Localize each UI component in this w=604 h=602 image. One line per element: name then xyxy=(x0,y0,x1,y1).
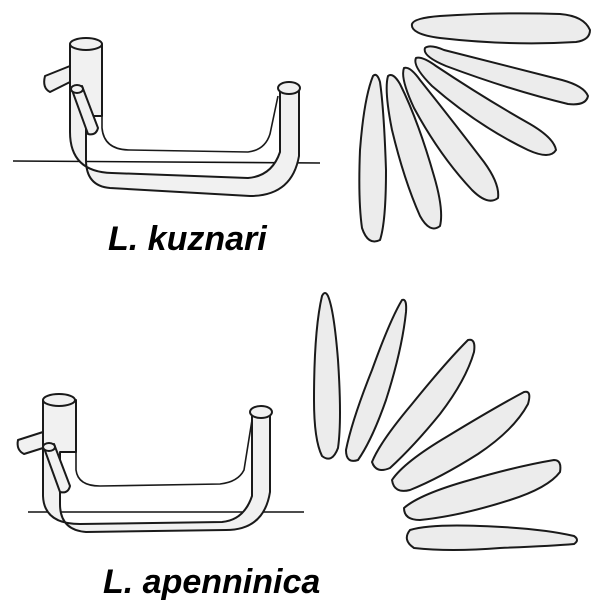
apenninica-fan-lobe-1 xyxy=(314,293,340,459)
species-label-kuznari: L. kuznari xyxy=(108,220,267,259)
kuznari-main-tube xyxy=(70,44,299,196)
kuznari-fan-diagram xyxy=(359,13,590,241)
apenninica-fan-diagram xyxy=(314,293,577,550)
apenninica-short-tube-opening xyxy=(43,443,55,451)
kuznari-tube-inner-edge xyxy=(102,96,278,152)
apenninica-tube-inner-edge xyxy=(76,420,252,486)
kuznari-burrow-diagram xyxy=(13,38,320,196)
kuznari-side-branch xyxy=(44,66,70,92)
species-label-apenninica: L. apenninica xyxy=(103,563,320,602)
apenninica-burrow-diagram xyxy=(18,394,304,532)
apenninica-tube-opening-right xyxy=(250,406,272,418)
apenninica-tube-opening-left xyxy=(43,394,75,406)
kuznari-fan-lobe-1 xyxy=(359,75,386,242)
apenninica-fan-lobe-6 xyxy=(407,526,577,551)
kuznari-fan-lobe-6 xyxy=(412,13,590,43)
kuznari-short-tube-opening xyxy=(71,85,83,93)
kuznari-tube-opening-right xyxy=(278,82,300,94)
apenninica-side-branch xyxy=(18,432,43,454)
kuznari-tube-opening-left xyxy=(70,38,102,50)
